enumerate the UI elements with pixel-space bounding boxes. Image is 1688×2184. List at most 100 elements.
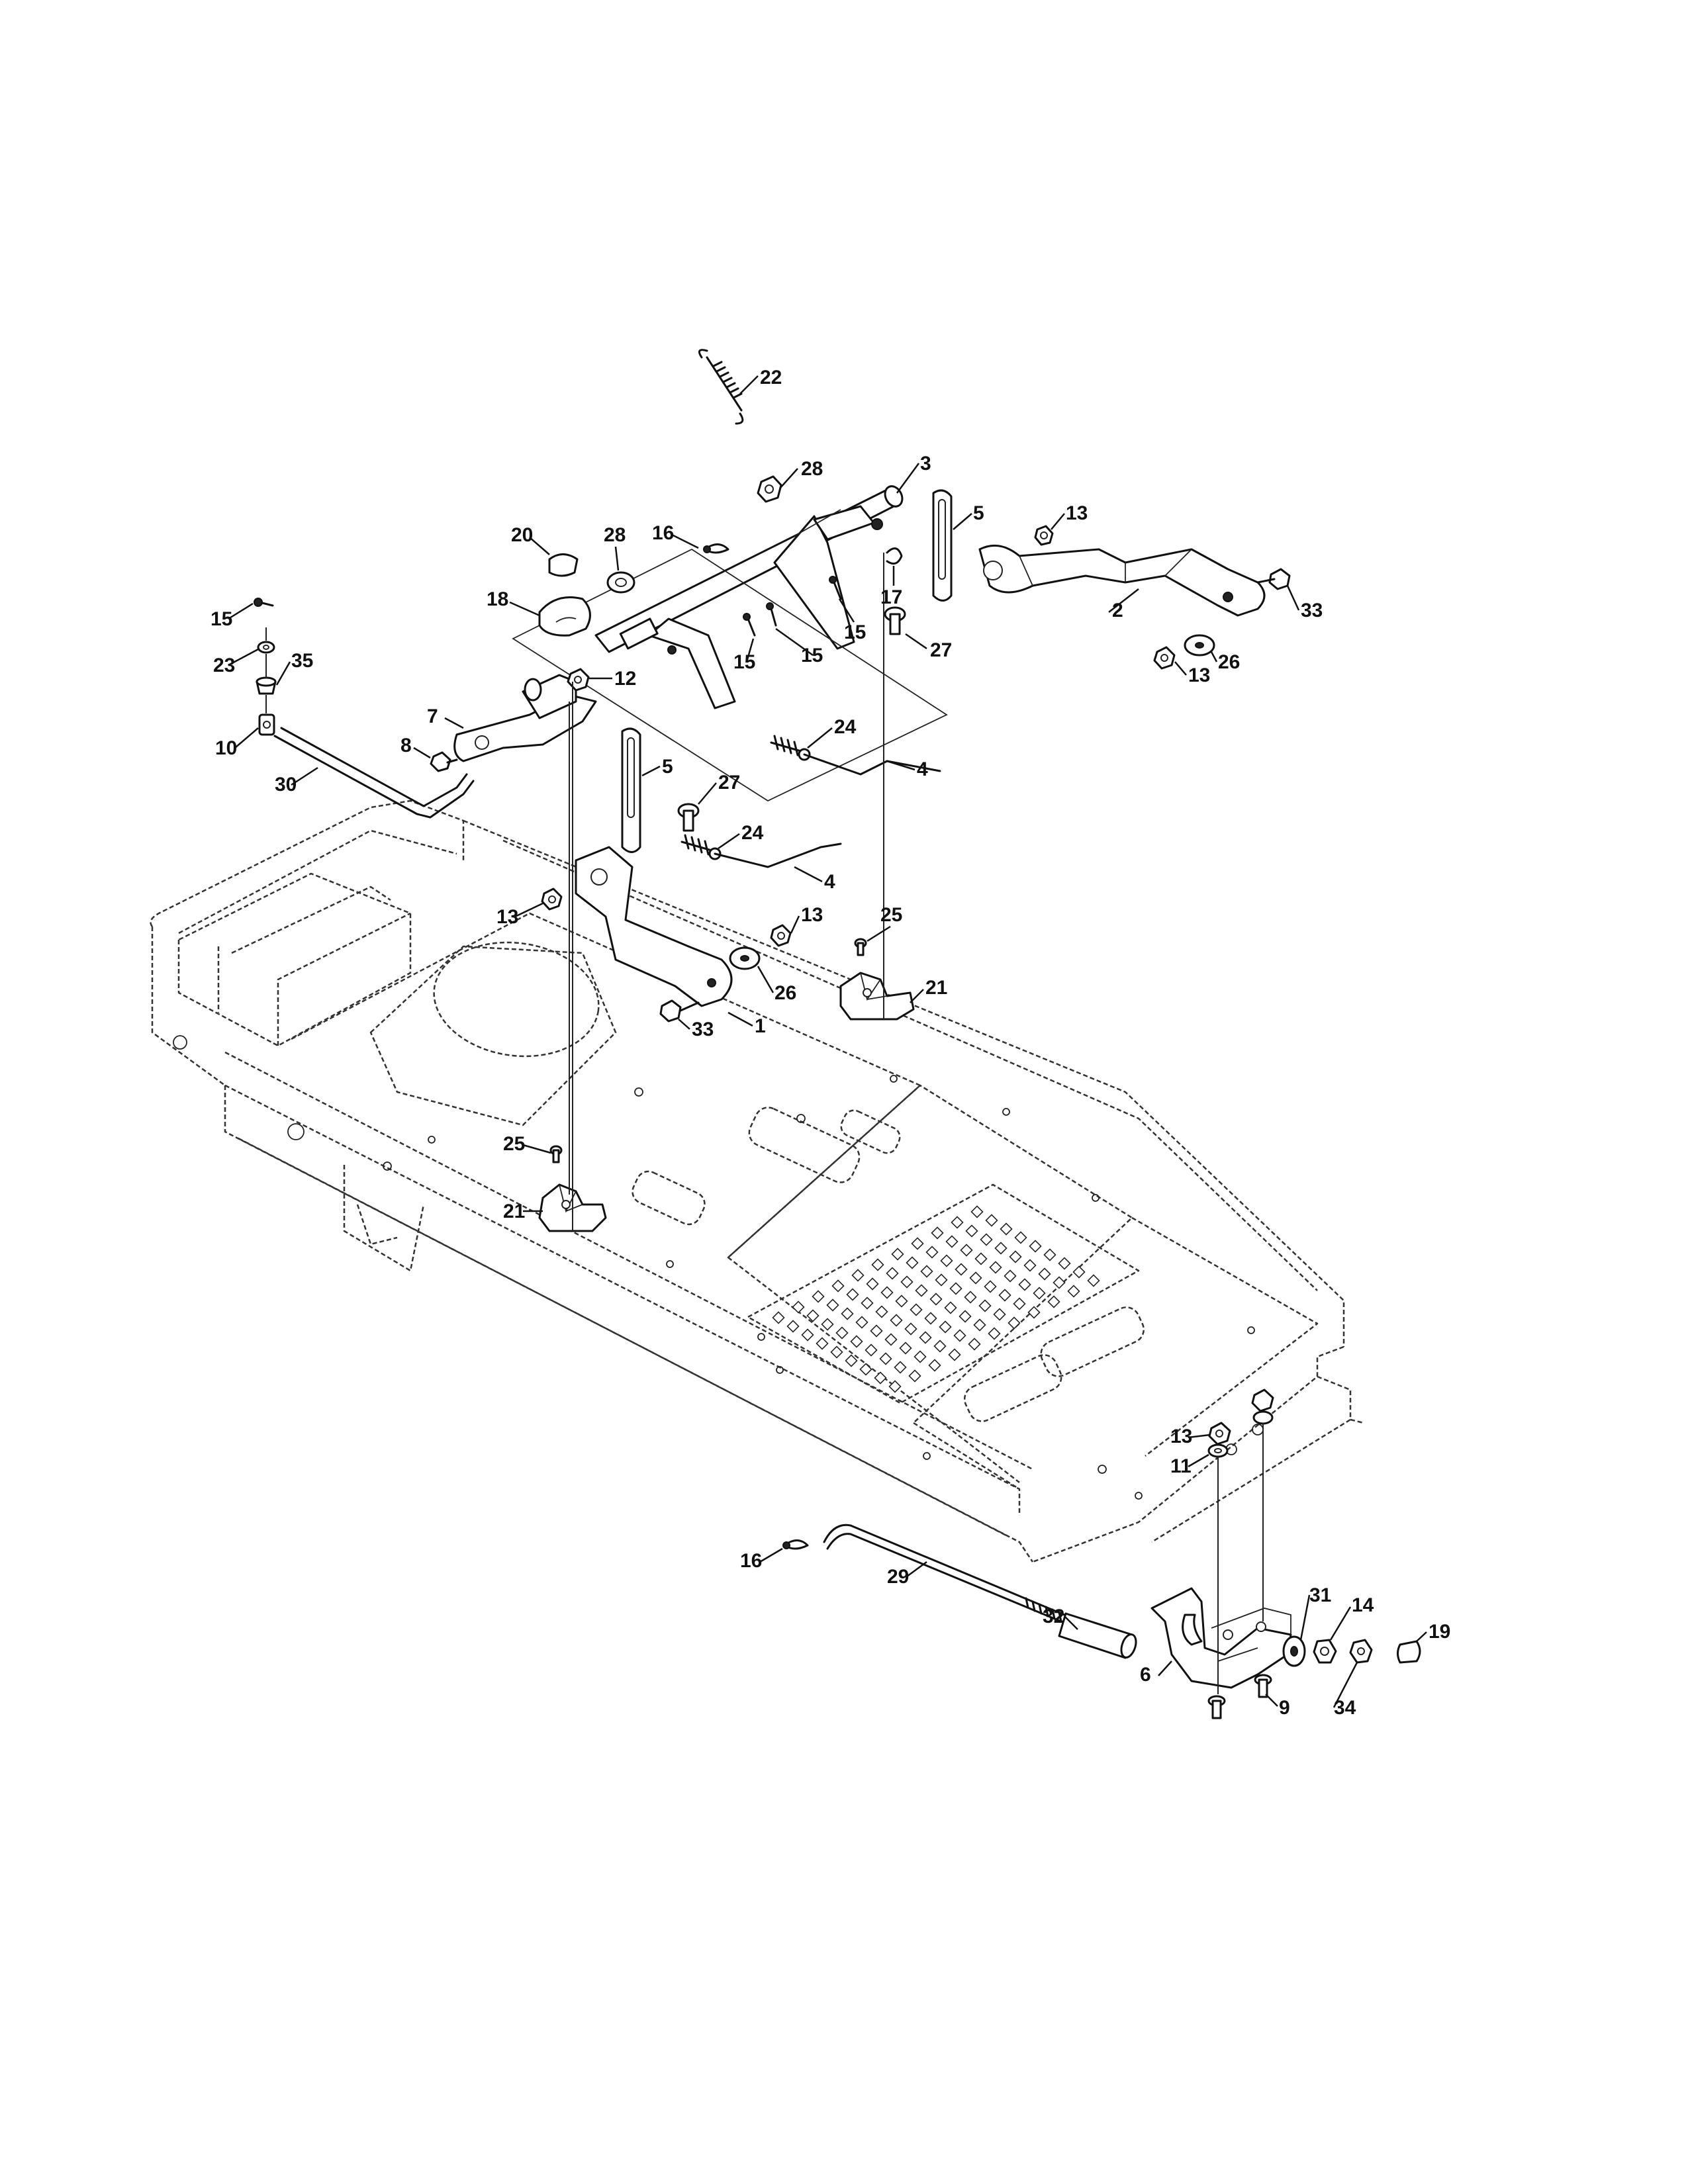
leader-line <box>1051 513 1065 530</box>
callout-5: 5 <box>973 502 984 524</box>
callout-34: 34 <box>1334 1697 1356 1719</box>
grate-hole <box>924 1312 937 1325</box>
leader-line <box>275 661 291 686</box>
part-20-bushing <box>548 553 579 577</box>
leader-line <box>727 1011 753 1027</box>
part-22-extension-spring <box>698 349 744 425</box>
grate-hole <box>989 1261 1002 1274</box>
grate-hole <box>951 1216 964 1229</box>
callout-16: 16 <box>652 522 674 544</box>
grate-hole <box>1000 1222 1013 1236</box>
grate-hole <box>845 1354 858 1367</box>
grate-hole <box>928 1359 941 1372</box>
leader-line <box>444 717 464 729</box>
grate-hole <box>940 1254 953 1267</box>
grate-hole <box>816 1337 829 1350</box>
leader-line <box>1210 651 1218 662</box>
grate-hole <box>875 1305 888 1318</box>
leader-line <box>522 1144 551 1154</box>
alignment-lines <box>265 553 1264 1694</box>
part-15-cotter-pin <box>829 576 842 600</box>
part-2-lift-lever-right <box>978 544 1266 617</box>
grate-hole <box>821 1318 834 1331</box>
grate-hole <box>1067 1285 1080 1298</box>
part-13-lock-nut <box>1153 646 1176 670</box>
part-13-lock-nut <box>1208 1422 1231 1445</box>
shaft-reference-plane-edge <box>794 509 841 537</box>
callout-3: 3 <box>920 453 931 475</box>
grate-hole <box>1027 1306 1041 1319</box>
grate-hole <box>806 1309 820 1322</box>
callout-8: 8 <box>400 735 412 756</box>
grate-hole <box>886 1267 899 1280</box>
callout-15: 15 <box>733 651 755 673</box>
part-26-washer <box>1184 634 1215 657</box>
callout-27: 27 <box>930 639 952 661</box>
grate-hole <box>908 1369 921 1383</box>
leader-line <box>698 782 717 805</box>
callout-24: 24 <box>834 716 857 738</box>
part-16-hairpin-clip <box>703 543 729 554</box>
part-11-washer <box>1207 1443 1229 1458</box>
grate-hole <box>965 1224 978 1238</box>
leader-line <box>514 902 543 918</box>
leader-line <box>1108 588 1139 613</box>
leader-line <box>790 915 800 934</box>
grate-hole <box>1029 1240 1042 1253</box>
callout-25: 25 <box>880 904 902 926</box>
grate-hole <box>891 1248 904 1261</box>
part-16-hairpin-clip <box>782 1539 809 1550</box>
leader-line <box>413 747 431 759</box>
grate-hole <box>900 1275 914 1289</box>
part-13-lock-nut <box>1034 525 1054 546</box>
grate-hole <box>944 1301 957 1314</box>
part-30-lift-rod <box>273 727 475 819</box>
leader-line <box>671 533 699 549</box>
grate-hole <box>1033 1287 1046 1300</box>
part-34-lock-nut <box>1349 1639 1373 1664</box>
grate-hole <box>910 1303 923 1316</box>
grate-hole <box>861 1297 874 1310</box>
grate-hole <box>929 1293 943 1306</box>
grate-hole <box>830 1345 843 1359</box>
grate-hole <box>1004 1269 1017 1283</box>
part-32-sleeve <box>1058 1612 1137 1659</box>
grate-hole <box>949 1282 962 1295</box>
leader-line <box>779 468 798 489</box>
part-6-deck-lift-bracket <box>1150 1587 1292 1689</box>
grate-hole <box>973 1318 986 1332</box>
part-19-end-cap <box>1397 1640 1421 1664</box>
callout-1: 1 <box>755 1015 766 1037</box>
part-33-bolt <box>659 999 700 1023</box>
grate-hole <box>865 1343 878 1357</box>
part-28-hex-nut <box>606 571 635 594</box>
grate-hole <box>935 1273 948 1287</box>
grate-hole <box>826 1298 839 1312</box>
part-14-hex-nut <box>1313 1639 1337 1664</box>
leader-line <box>838 598 855 623</box>
leader-line <box>759 1547 783 1563</box>
grate-hole <box>812 1290 825 1303</box>
callout-22: 22 <box>760 367 782 388</box>
callout-29: 29 <box>887 1566 909 1588</box>
grate-hole <box>1072 1265 1086 1279</box>
part-9-bolt <box>1254 1674 1272 1698</box>
callout-21: 21 <box>925 977 947 999</box>
part-7-handle-lever <box>453 674 597 762</box>
callout-4: 4 <box>917 758 928 780</box>
grate-hole <box>939 1320 952 1334</box>
grate-hole <box>933 1340 947 1353</box>
part-13-lock-nut <box>541 887 563 911</box>
callout-26: 26 <box>774 982 796 1004</box>
callout-25: 25 <box>503 1133 525 1155</box>
leader-line <box>234 727 259 749</box>
grate-hole <box>1047 1295 1060 1308</box>
grate-hole <box>970 1205 984 1218</box>
callout-28: 28 <box>801 458 823 480</box>
grate-hole <box>1087 1274 1100 1287</box>
grate-hole <box>931 1226 944 1240</box>
leader-line <box>757 966 774 993</box>
grate-hole <box>841 1307 854 1320</box>
part-27-clevis-pin <box>677 803 700 832</box>
